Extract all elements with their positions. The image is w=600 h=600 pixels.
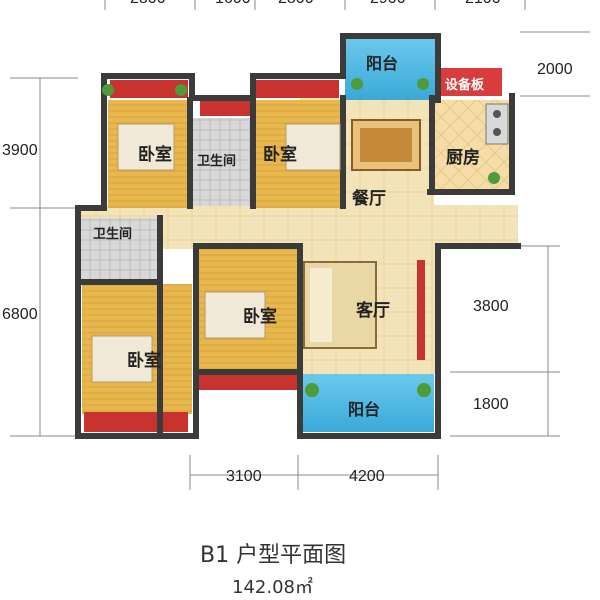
room-label-bedroom-4: 卧室 xyxy=(127,351,161,371)
room-label-balcony-bottom: 阳台 xyxy=(348,400,381,419)
kitchen-stove-icon xyxy=(485,103,509,145)
left-dim-1: 3900 xyxy=(2,142,38,159)
plant-icons xyxy=(102,84,500,184)
top-dim-4: 2900 xyxy=(370,0,406,8)
balcony-top xyxy=(345,36,435,100)
left-dim-2: 6800 xyxy=(2,306,38,323)
plan-title: B1 户型平面图 xyxy=(200,543,347,568)
plan-area: 142.08㎡ xyxy=(232,577,313,598)
room-label-bathroom-1: 卫生间 xyxy=(197,154,237,169)
room-label-kitchen: 厨房 xyxy=(446,148,480,168)
balcony-bottom-plants-icon xyxy=(305,383,431,397)
room-label-bedroom-2: 卧室 xyxy=(263,145,297,165)
top-dim-2: 1600 xyxy=(215,0,251,8)
right-dim-3: 1800 xyxy=(473,396,509,413)
bathroom-1-floor xyxy=(193,118,253,206)
dining-table-icon xyxy=(351,119,421,171)
room-label-dining: 餐厅 xyxy=(352,189,386,209)
right-dim-1: 2000 xyxy=(537,61,573,78)
balcony-bottom xyxy=(302,374,434,432)
bottom-dim-1: 3100 xyxy=(226,468,262,485)
bottom-dim-2: 4200 xyxy=(349,468,385,485)
right-dim-2: 3800 xyxy=(473,298,509,315)
room-label-living: 客厅 xyxy=(356,301,390,321)
room-label-balcony-top: 阳台 xyxy=(366,54,399,73)
dimension-lines xyxy=(10,0,590,490)
top-dim-3: 2800 xyxy=(278,0,314,8)
sofa-icon xyxy=(303,261,377,349)
room-label-bedroom-3: 卧室 xyxy=(243,307,277,327)
walls xyxy=(75,33,521,439)
room-label-bathroom-2: 卫生间 xyxy=(93,227,133,242)
top-dim-1: 2800 xyxy=(130,0,166,8)
room-label-equipment: 设备板 xyxy=(445,78,485,93)
room-label-bedroom-1: 卧室 xyxy=(138,145,172,165)
bathroom-2-floor xyxy=(78,218,160,280)
equipment-board xyxy=(440,68,502,96)
top-dim-5: 2100 xyxy=(465,0,501,8)
balcony-top-plants-icon xyxy=(351,78,429,90)
bed-icons xyxy=(91,123,341,383)
